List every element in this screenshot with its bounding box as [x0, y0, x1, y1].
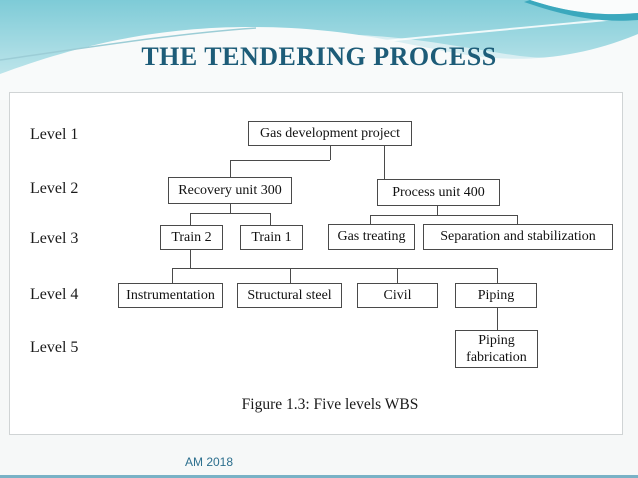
- connector-line: [437, 206, 438, 215]
- connector-line: [270, 213, 271, 225]
- content-panel: [9, 92, 623, 435]
- connector-line: [172, 268, 173, 283]
- connector-line: [290, 268, 291, 283]
- wbs-box-gas-treating: Gas treating: [328, 224, 415, 250]
- wbs-box-instrumentation: Instrumentation: [118, 283, 223, 308]
- wbs-box-civil: Civil: [357, 283, 438, 308]
- connector-line: [397, 268, 398, 283]
- connector-line: [330, 146, 331, 160]
- connector-line: [384, 146, 385, 179]
- wbs-box-train-2: Train 2: [160, 225, 223, 250]
- connector-line: [497, 308, 498, 330]
- level-label-1: Level 1: [30, 126, 79, 143]
- connector-line: [517, 215, 518, 224]
- wbs-box-piping-fabrication: Piping fabrication: [455, 330, 538, 368]
- connector-line: [190, 213, 270, 214]
- wbs-box-process-unit-400: Process unit 400: [377, 179, 500, 206]
- wbs-box-structural-steel: Structural steel: [237, 283, 342, 308]
- connector-line: [497, 268, 498, 283]
- wbs-box-gas-development-project: Gas development project: [248, 121, 412, 146]
- connector-line: [172, 268, 497, 269]
- footer-text: AM 2018: [185, 455, 234, 469]
- figure-caption: Figure 1.3: Five levels WBS: [241, 396, 419, 413]
- bottom-accent-bar: [0, 475, 638, 478]
- wbs-box-train-1: Train 1: [240, 225, 303, 250]
- connector-line: [190, 250, 191, 268]
- wbs-box-recovery-unit-300: Recovery unit 300: [168, 177, 292, 204]
- connector-line: [230, 160, 231, 177]
- connector-line: [230, 160, 330, 161]
- level-label-5: Level 5: [30, 339, 79, 356]
- level-label-4: Level 4: [30, 286, 79, 303]
- wbs-box-piping: Piping: [455, 283, 537, 308]
- level-label-2: Level 2: [30, 180, 79, 197]
- connector-line: [190, 213, 191, 225]
- connector-line: [370, 215, 517, 216]
- header-wave-decoration: [0, 0, 638, 100]
- page-title: THE TENDERING PROCESS: [141, 42, 497, 71]
- level-label-3: Level 3: [30, 230, 79, 247]
- connector-line: [370, 215, 371, 224]
- connector-line: [230, 204, 231, 213]
- wbs-box-separation-and-stabilization: Separation and stabilization: [423, 224, 613, 250]
